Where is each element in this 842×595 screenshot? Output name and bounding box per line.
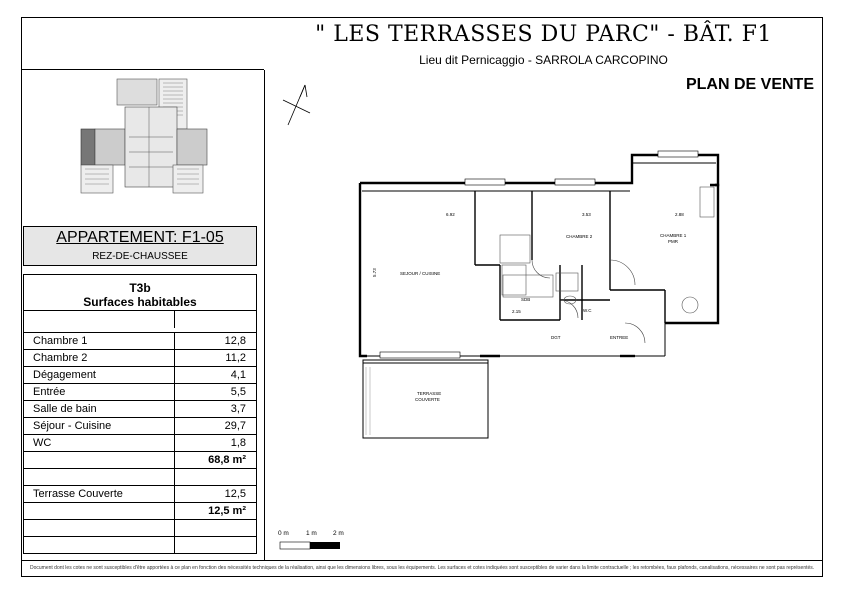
footer-divider <box>21 560 823 561</box>
room-label-couverte: COUVERTE <box>415 397 440 402</box>
scale-label-1: 1 m <box>306 530 317 537</box>
dimension-label: 2.88 <box>675 212 684 217</box>
room-label-wc: W.C <box>583 308 592 313</box>
room-label-sejour: SEJOUR / CUISINE <box>400 271 440 276</box>
table-row-total: 12,5 m² <box>24 502 256 520</box>
project-title: " LES TERRASSES DU PARC" - BÂT. F1 <box>315 22 772 47</box>
habitable-total: 68,8 m² <box>208 454 246 466</box>
plan-type-label: PLAN DE VENTE <box>685 76 814 93</box>
dimension-label: 3.53 <box>582 212 591 217</box>
room-label-chambre2: CHAMBRE 2 <box>566 234 593 239</box>
table-row-spacer <box>24 519 256 537</box>
table-row-spacer <box>24 536 256 554</box>
room-label-chambre1: CHAMBRE 1 <box>660 233 687 238</box>
dimension-label: 2.15 <box>512 309 521 314</box>
scale-bar: 0 m 1 m 2 m <box>278 530 344 550</box>
surfaces-heading: Surfaces habitables <box>83 295 197 309</box>
table-row-total: 68,8 m² <box>24 451 256 469</box>
room-label-entree: ENTREE <box>610 335 628 340</box>
key-plan-highlight <box>80 128 96 166</box>
floor-plan: SEJOUR / CUISINE CHAMBRE 2 CHAMBRE 1 PMR… <box>282 84 720 439</box>
key-plan-thumbnail <box>80 78 208 194</box>
legal-disclaimer: Document dont les cotes ne sont suscepti… <box>30 565 815 571</box>
table-row-spacer <box>24 310 256 328</box>
room-label-terrasse: TERRASSE <box>417 391 441 396</box>
dimension-label: 5.73 <box>372 268 377 277</box>
project-location: Lieu dit Pernicaggio - SARROLA CARCOPINO <box>419 53 668 67</box>
apartment-type: T3b <box>129 281 151 295</box>
scale-label-2: 2 m <box>333 530 344 537</box>
dimension-label: 6.92 <box>446 212 455 217</box>
apartment-header: APPARTEMENT: F1-05 REZ-DE-CHAUSSEE <box>23 226 257 266</box>
page-frame <box>21 17 823 577</box>
header-divider <box>21 69 264 70</box>
room-label-deg: DGT <box>551 335 561 340</box>
room-label-sdb: SDB <box>521 297 530 302</box>
terrace-total: 12,5 m² <box>208 505 246 517</box>
apartment-title: APPARTEMENT: F1-05 <box>56 229 224 246</box>
scale-label-0: 0 m <box>278 530 289 537</box>
apartment-level: REZ-DE-CHAUSSEE <box>92 251 188 262</box>
table-row-spacer <box>24 468 256 486</box>
column-divider <box>264 70 265 560</box>
north-arrow-icon <box>282 84 311 126</box>
room-label-pmr: PMR <box>668 239 679 244</box>
